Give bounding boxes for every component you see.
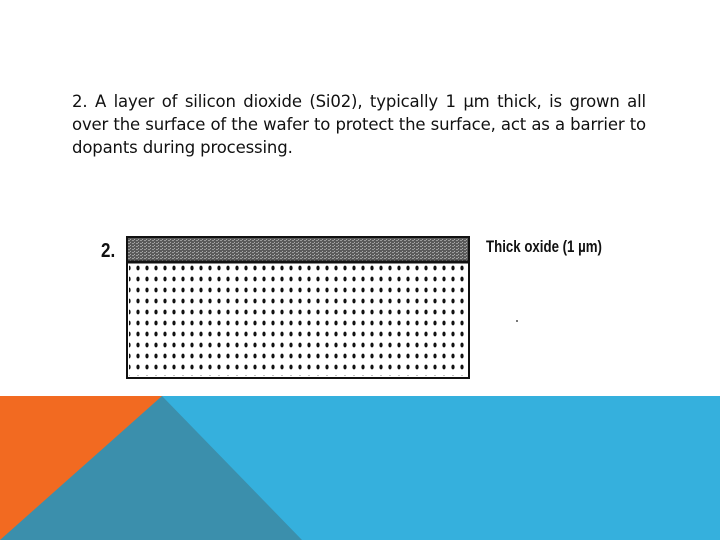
footer-orange-triangle [0,396,162,540]
slide-body-text: 2. A layer of silicon dioxide (Si02), ty… [72,92,646,157]
diagram-step-label: 2. [101,240,116,262]
oxide-layer [126,236,470,263]
decorative-footer-shapes [0,396,720,540]
thick-oxide-label: Thick oxide (1 µm) [486,237,602,256]
wafer-cross-section-diagram [126,236,518,379]
